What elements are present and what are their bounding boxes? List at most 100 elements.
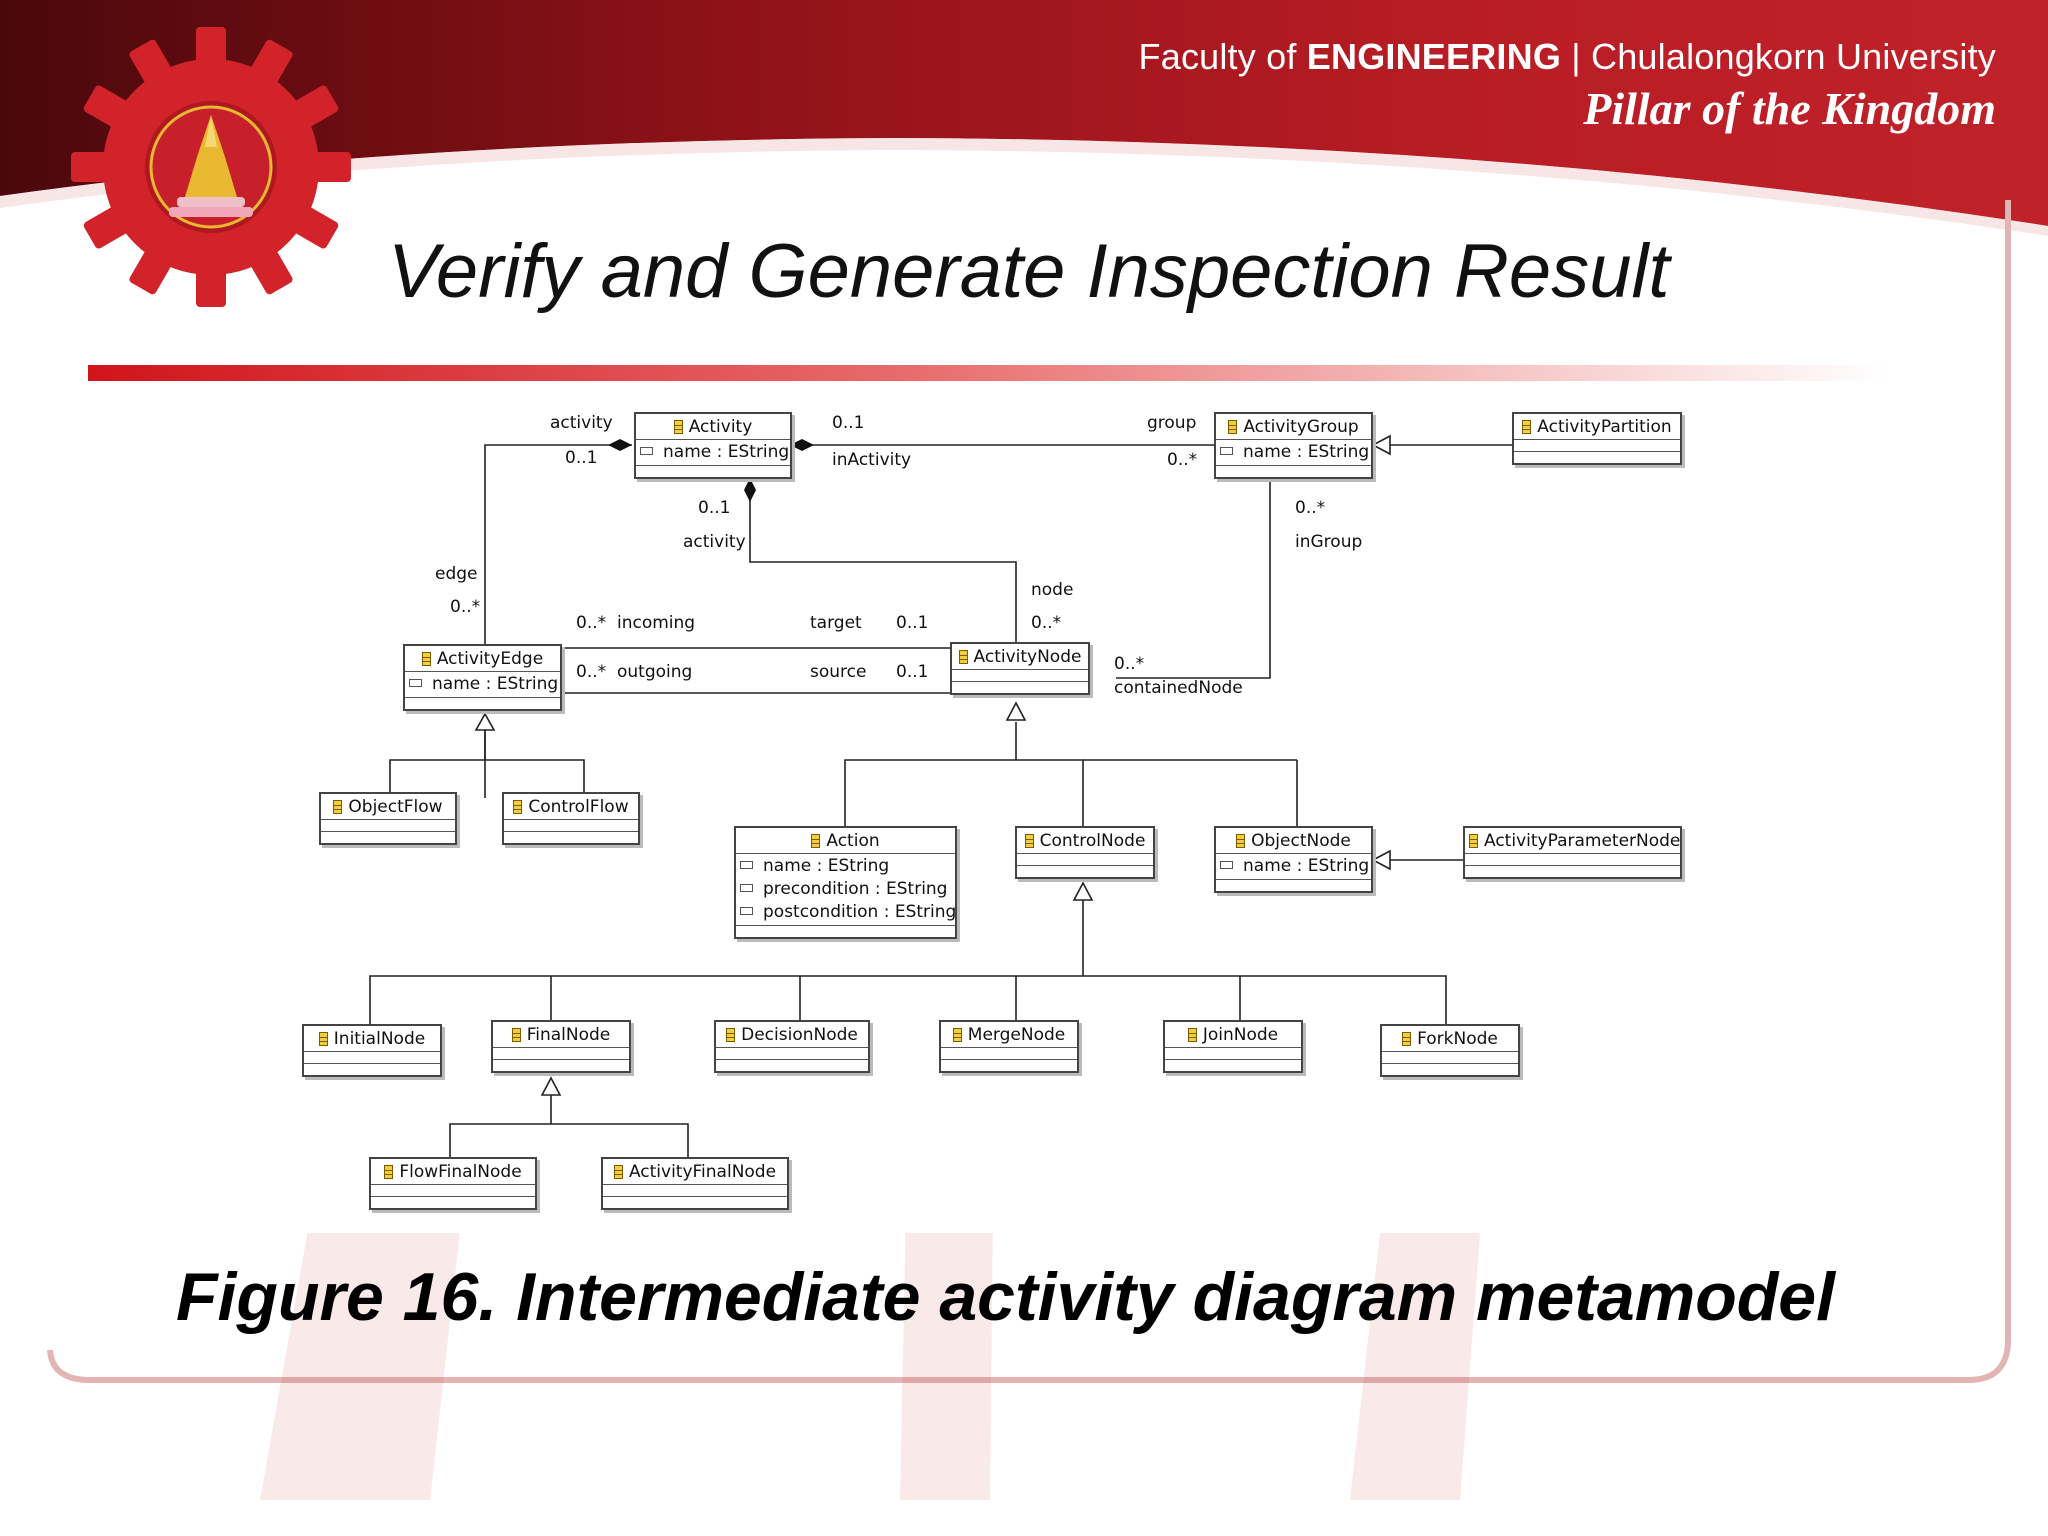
class-final-node-attrs bbox=[493, 1048, 629, 1060]
uml-diagram: Activity name : EString ActivityGroup na… bbox=[300, 398, 1720, 1233]
class-activity-node-name: ActivityNode bbox=[973, 647, 1082, 667]
class-object-flow-name: ObjectFlow bbox=[348, 797, 443, 817]
role-label: activity bbox=[683, 532, 746, 552]
class-activity-parameter-node[interactable]: ActivityParameterNode bbox=[1463, 826, 1682, 879]
class-activity-partition-name: ActivityPartition bbox=[1537, 417, 1672, 437]
header-text: Faculty of ENGINEERING | Chulalongkorn U… bbox=[1139, 36, 1996, 135]
class-activity-header: Activity bbox=[636, 414, 790, 440]
class-initial-node-header: InitialNode bbox=[304, 1026, 440, 1052]
class-control-node[interactable]: ControlNode bbox=[1015, 826, 1155, 879]
class-activity-final-node-attrs bbox=[603, 1185, 787, 1197]
class-activity-edge-name: ActivityEdge bbox=[436, 649, 544, 669]
class-decision-node-name: DecisionNode bbox=[741, 1025, 858, 1045]
class-icon bbox=[1522, 420, 1532, 434]
class-decision-node-ops bbox=[716, 1060, 868, 1071]
multiplicity-label: 0..1 bbox=[896, 662, 929, 682]
class-flow-final-node-header: FlowFinalNode bbox=[371, 1159, 535, 1185]
class-activity-node[interactable]: ActivityNode bbox=[950, 642, 1090, 695]
class-final-node-ops bbox=[493, 1060, 629, 1071]
class-object-flow-header: ObjectFlow bbox=[321, 794, 455, 820]
header-banner bbox=[0, 0, 2048, 236]
multiplicity-label: 0..* bbox=[1167, 450, 1198, 470]
class-join-node-attrs bbox=[1165, 1048, 1301, 1060]
class-control-flow-name: ControlFlow bbox=[528, 797, 629, 817]
class-join-node[interactable]: JoinNode bbox=[1163, 1020, 1303, 1073]
class-activity-final-node[interactable]: ActivityFinalNode bbox=[601, 1157, 789, 1210]
class-object-flow-attrs bbox=[321, 820, 455, 832]
multiplicity-label: 0..* bbox=[1295, 498, 1326, 518]
class-icon bbox=[952, 1028, 962, 1042]
class-object-flow-ops bbox=[321, 832, 455, 843]
class-icon bbox=[811, 834, 821, 848]
class-activity-node-header: ActivityNode bbox=[952, 644, 1088, 670]
attribute-icon bbox=[640, 447, 653, 455]
attribute-text: precondition : EString bbox=[763, 879, 948, 899]
class-flow-final-node-attrs bbox=[371, 1185, 535, 1197]
class-activity-group-ops bbox=[1216, 466, 1371, 477]
class-decision-node[interactable]: DecisionNode bbox=[714, 1020, 870, 1073]
class-action-ops bbox=[736, 926, 955, 937]
attribute-row: name : EString bbox=[640, 441, 790, 464]
class-activity-group-header: ActivityGroup bbox=[1216, 414, 1371, 440]
class-fork-node-attrs bbox=[1382, 1052, 1518, 1064]
class-control-flow[interactable]: ControlFlow bbox=[502, 792, 640, 845]
class-activity-partition[interactable]: ActivityPartition bbox=[1512, 412, 1682, 465]
role-label: edge bbox=[435, 564, 478, 584]
class-icon bbox=[1228, 420, 1238, 434]
class-action[interactable]: Action name : EString precondition : ESt… bbox=[734, 826, 957, 939]
class-object-node-name: ObjectNode bbox=[1251, 831, 1351, 851]
class-icon bbox=[726, 1028, 736, 1042]
class-decision-node-header: DecisionNode bbox=[716, 1022, 868, 1048]
class-icon bbox=[511, 1028, 521, 1042]
faculty-suffix: | Chulalongkorn University bbox=[1561, 36, 1996, 77]
class-icon bbox=[1024, 834, 1034, 848]
attribute-row: name : EString bbox=[409, 673, 559, 696]
multiplicity-label: 0..1 bbox=[896, 613, 929, 633]
class-control-flow-header: ControlFlow bbox=[504, 794, 638, 820]
class-activity-node-ops bbox=[952, 682, 1088, 693]
class-control-node-name: ControlNode bbox=[1039, 831, 1146, 851]
class-activity-group[interactable]: ActivityGroup name : EString bbox=[1214, 412, 1373, 479]
class-control-flow-attrs bbox=[504, 820, 638, 832]
class-flow-final-node[interactable]: FlowFinalNode bbox=[369, 1157, 537, 1210]
class-activity-group-attrs: name : EString bbox=[1216, 440, 1371, 466]
class-activity-edge-header: ActivityEdge bbox=[405, 646, 560, 672]
class-object-flow[interactable]: ObjectFlow bbox=[319, 792, 457, 845]
class-object-node-header: ObjectNode bbox=[1216, 828, 1371, 854]
class-merge-node[interactable]: MergeNode bbox=[939, 1020, 1079, 1073]
class-icon bbox=[318, 1032, 328, 1046]
class-activity-parameter-node-header: ActivityParameterNode bbox=[1465, 828, 1680, 854]
attribute-text: name : EString bbox=[663, 442, 790, 462]
faculty-prefix: Faculty of bbox=[1138, 36, 1307, 77]
multiplicity-label: 0..1 bbox=[698, 498, 731, 518]
class-merge-node-name: MergeNode bbox=[967, 1025, 1066, 1045]
role-label: inActivity bbox=[832, 450, 912, 470]
class-final-node[interactable]: FinalNode bbox=[491, 1020, 631, 1073]
class-fork-node[interactable]: ForkNode bbox=[1380, 1024, 1520, 1077]
attribute-text: name : EString bbox=[432, 674, 559, 694]
slide-title: Verify and Generate Inspection Result bbox=[388, 229, 1670, 314]
attribute-row: name : EString bbox=[1220, 855, 1369, 878]
attribute-row: name : EString bbox=[740, 855, 951, 878]
class-activity-parameter-node-ops bbox=[1465, 866, 1680, 877]
attribute-icon bbox=[409, 679, 422, 687]
class-activity-name: Activity bbox=[688, 417, 753, 437]
role-label: target bbox=[810, 613, 862, 633]
class-activity-partition-header: ActivityPartition bbox=[1514, 414, 1680, 440]
class-join-node-ops bbox=[1165, 1060, 1301, 1071]
class-icon bbox=[613, 1165, 623, 1179]
class-initial-node[interactable]: InitialNode bbox=[302, 1024, 442, 1077]
class-fork-node-header: ForkNode bbox=[1382, 1026, 1518, 1052]
class-object-node[interactable]: ObjectNode name : EString bbox=[1214, 826, 1373, 893]
attribute-icon bbox=[740, 861, 753, 869]
class-activity-partition-ops bbox=[1514, 452, 1680, 463]
class-activity[interactable]: Activity name : EString bbox=[634, 412, 792, 479]
class-activity-edge-attrs: name : EString bbox=[405, 672, 560, 698]
class-control-node-ops bbox=[1017, 866, 1153, 877]
class-flow-final-node-ops bbox=[371, 1197, 535, 1208]
attribute-icon bbox=[740, 907, 753, 915]
class-activity-edge[interactable]: ActivityEdge name : EString bbox=[403, 644, 562, 711]
class-merge-node-attrs bbox=[941, 1048, 1077, 1060]
